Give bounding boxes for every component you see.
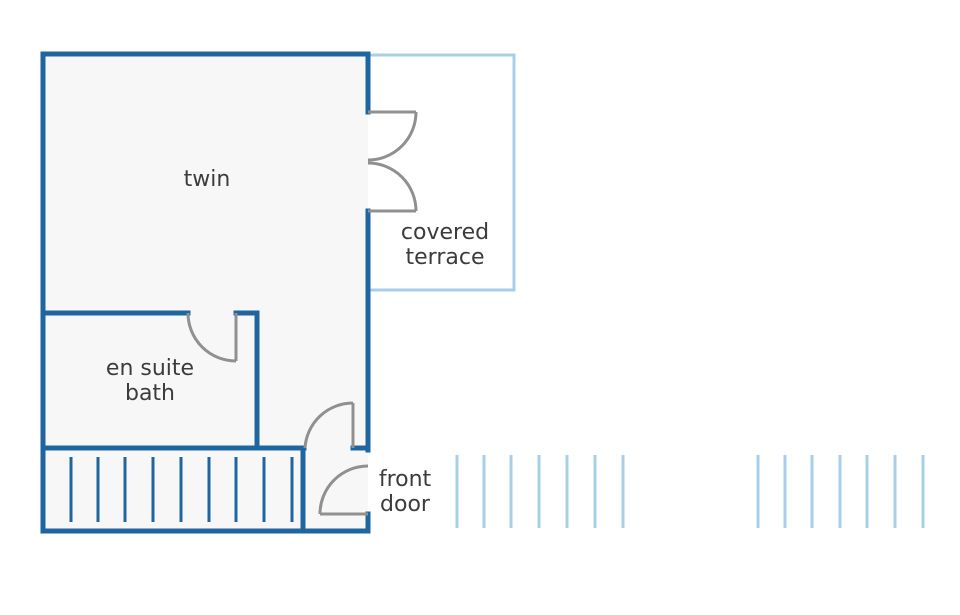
door-swing-arc — [318, 464, 369, 515]
walls — [40, 51, 371, 534]
terrace-double-door — [367, 110, 418, 213]
room-label-covered: covered — [401, 220, 489, 245]
front-door — [318, 464, 369, 516]
interior-slat-lines — [69, 457, 294, 522]
door-swing-arc — [303, 401, 354, 449]
doors — [186, 110, 418, 516]
room-label-bath: bath — [125, 381, 175, 406]
door-swing-arc — [367, 161, 418, 212]
door-swing-arc — [186, 312, 237, 363]
deck-lines-group-a — [455, 455, 625, 528]
deck-lines-group-b — [756, 455, 925, 528]
label-front: front — [379, 467, 432, 492]
hall-door — [303, 401, 355, 449]
terrace-outline — [368, 53, 516, 292]
room-label-terrace: terrace — [406, 245, 485, 270]
interior-floor — [43, 54, 368, 531]
ensuite-door — [186, 312, 238, 363]
covered-terrace — [368, 53, 516, 292]
room-label-twin: twin — [184, 167, 231, 192]
door-swing-arc — [367, 111, 418, 162]
room-label-en-suite: en suite — [106, 356, 194, 381]
label-door: door — [380, 492, 431, 517]
